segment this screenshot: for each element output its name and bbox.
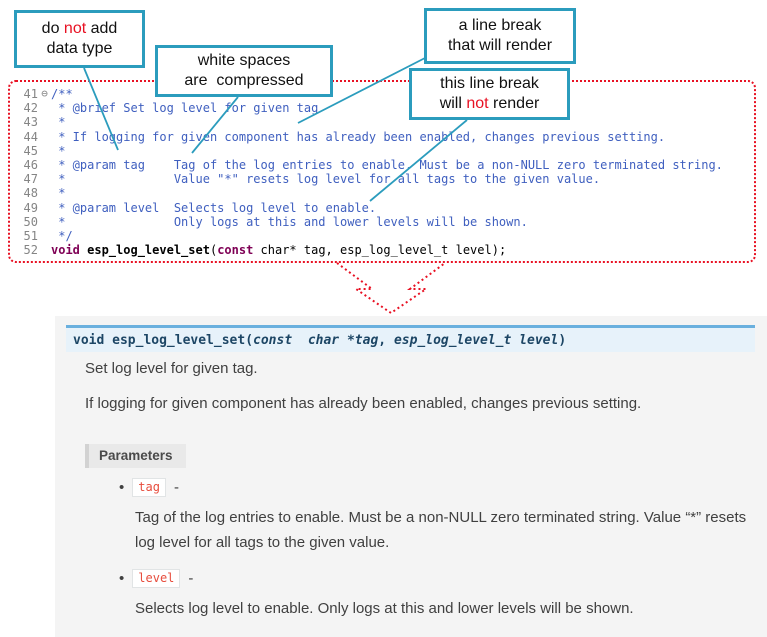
sig-level-type: esp_log_level_t [393,332,520,348]
sig-return-type: void [73,332,113,348]
code-comment-text: * @param tag Tag of the log entries to e… [51,157,723,172]
callout-text-segment: do [41,19,64,37]
rendered-doc-panel: void esp_log_level_set(const char *tag, … [55,316,767,637]
code-line: 48 * [16,186,754,200]
parameters-header: Parameters [85,444,186,468]
keyword-const: const [217,243,254,258]
callout-text: a line break [458,16,542,34]
code-comment-text: * [51,143,66,158]
param-list-item: • level - Selects log level to enable. O… [119,569,759,622]
fold-marker-icon [38,130,51,144]
callout-text: are compressed [184,72,304,89]
code-comment-text: * @param level Selects log level to enab… [51,200,377,215]
callout-whitespace-compressed: white spaces are compressed [155,45,333,97]
code-comment-text: * Only logs at this and lower levels wil… [51,214,528,229]
line-number: 46 [23,157,38,172]
param-name-code: level [132,569,181,588]
line-number: 47 [23,172,38,187]
callout-text-red: not [466,95,489,112]
sig-char-type: char * [300,332,355,348]
fold-marker-icon [38,172,51,186]
line-number: 42 [23,101,38,116]
param-description: Selects log level to enable. Only logs a… [135,600,634,617]
callout-text: that will render [447,37,553,54]
code-line: 50 * Only logs at this and lower levels … [16,215,754,229]
code-line: 45 * [16,144,754,158]
callout-text: data type [46,40,113,57]
param-name-code: tag [132,478,166,497]
line-number: 41 [23,87,38,101]
callout-line-break-not-render: this line break will not render [409,68,570,120]
fold-marker-icon [38,158,51,172]
callout-text: this line break [440,74,539,92]
code-line-declaration: 52 void esp_log_level_set(const char* tag… [16,243,754,257]
sig-param-tag: tag [354,332,379,348]
function-signature: void esp_log_level_set(const char *tag, … [66,325,755,352]
function-name: esp_log_level_set [87,243,210,258]
code-line: 51 */ [16,229,754,243]
code-comment-text: * [51,186,66,201]
code-line: 44 * If logging for given component has … [16,130,754,144]
brief-paragraph: Set log level for given tag. [85,360,258,377]
code-line: 43 * [16,115,754,129]
sig-paren-open: ( [245,332,254,348]
fold-marker-icon: ⊖ [41,87,48,100]
code-comment-text: * [51,115,66,130]
line-number: 43 [23,115,38,130]
param-list-item: • tag - Tag of the log entries to enable… [119,478,759,556]
code-line: 42 * @brief Set log level for given tag [16,101,754,115]
fold-marker-icon [38,229,51,243]
sig-param-level: level [519,332,559,348]
code-comment-text: /** [51,87,73,101]
fold-marker-icon [38,115,51,129]
bullet-dot: • [119,570,125,587]
param-separator: - [173,479,179,496]
code-comment-text: */ [51,228,73,243]
callout-line-break-renders: a line break that will render [424,8,576,64]
fold-marker-icon [38,215,51,229]
down-arrow-outline [336,262,446,315]
callout-text: will not render [440,94,540,114]
callout-no-datatype: do not add data type [14,10,145,68]
sig-paren-close: ) [558,332,567,348]
param-head: • level - [119,569,759,588]
line-number: 51 [23,228,38,243]
code-paren: ( [209,243,218,258]
param-head: • tag - [119,478,759,497]
keyword-void: void [51,243,88,258]
code-editor-snippet: 41⊖/** 42 * @brief Set log level for giv… [8,80,756,263]
line-number: 50 [23,214,38,229]
sig-function-name: esp_log_level_set [112,332,246,348]
code-line: 41⊖/** [16,87,754,101]
description-paragraph: If logging for given component has alrea… [85,395,642,412]
sig-const-keyword: const [253,332,300,348]
fold-marker-icon [38,101,51,115]
fold-marker-icon [38,201,51,215]
code-line: 46 * @param tag Tag of the log entries t… [16,158,754,172]
line-number: 49 [23,200,38,215]
callout-text-segment: render [488,95,540,112]
line-number: 48 [23,186,38,201]
code-line: 47 * Value "*" resets log level for all … [16,172,754,186]
line-number: 45 [23,143,38,158]
code-comment-text: * Value "*" resets log level for all tag… [51,172,601,187]
fold-marker-icon [38,186,51,200]
sig-comma: , [378,332,394,348]
line-number: 44 [23,129,38,144]
code-text: char* tag, esp_log_level_t level); [253,243,507,258]
callout-text-segment: will [439,95,467,112]
line-number: 52 [23,243,38,258]
callout-text-segment: add [86,19,118,37]
param-description: Tag of the log entries to enable. Must b… [135,509,747,551]
bullet-dot: • [119,479,125,496]
param-separator: - [188,570,194,587]
callout-text: white spaces [197,51,291,69]
callout-text-red: not [63,19,87,37]
code-comment-text: * @brief Set log level for given tag [51,101,319,116]
fold-marker-icon [38,144,51,158]
code-comment-text: * If logging for given component has alr… [51,129,666,144]
fold-marker-icon [38,243,51,257]
callout-text: do not add [42,19,118,39]
code-line: 49 * @param level Selects log level to e… [16,201,754,215]
